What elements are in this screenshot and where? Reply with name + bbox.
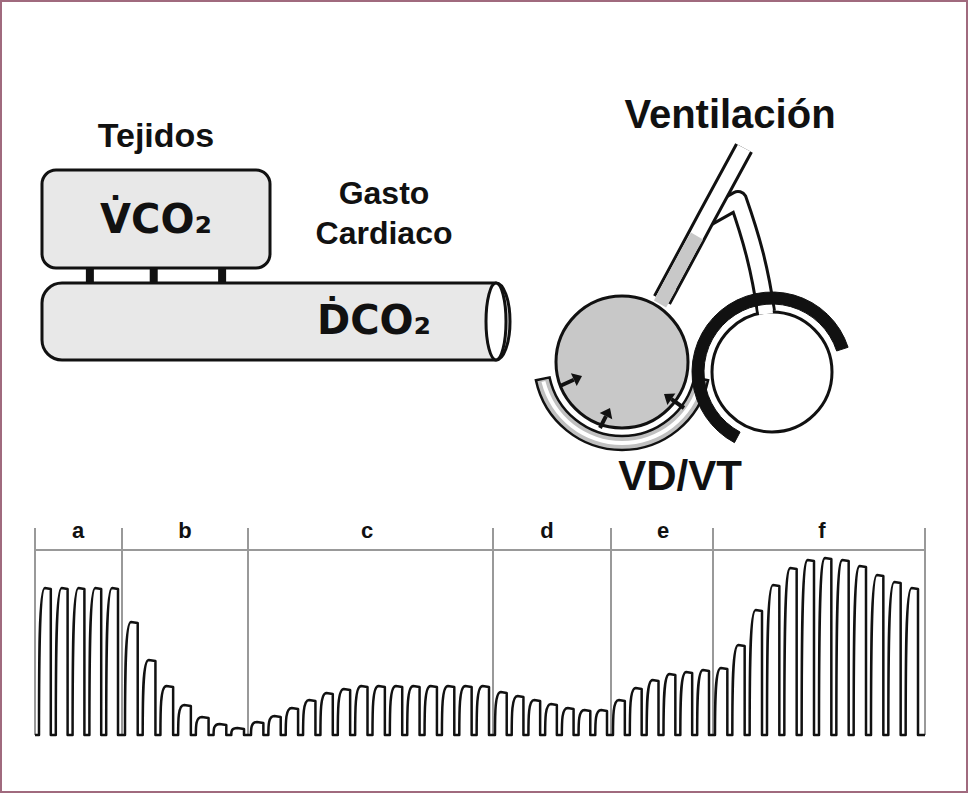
segment-letter: e [654,519,672,543]
tube-outline [39,280,513,363]
segment-letter: c [358,519,376,543]
segment-divider [610,528,612,735]
segment-letter: a [69,519,87,543]
tube-outline [42,283,510,360]
alveolus-perfused [556,296,688,428]
segment-divider [712,528,714,735]
diffusion-arrowhead [571,373,582,386]
lung-illustration [536,148,848,450]
diffusion-arrowhead [664,393,675,404]
blood-vessel: Gasto CardiacoḊCO₂ [42,283,510,360]
diffusion-arrow [600,416,606,428]
tube-end [486,283,506,360]
dead-space-label: VD/VT [618,452,742,500]
segment-divider [492,528,494,735]
capnogram [35,528,925,735]
segment-divider [924,528,926,735]
diffusion-arrowhead [600,408,613,419]
trachea [662,148,744,300]
alveolus-unperfused [712,312,832,432]
ventilation-label: Ventilación [624,92,835,137]
trachea [662,148,744,300]
segment-letter: b [175,519,194,543]
node-symbol: V̇CO₂ [42,170,270,268]
segment-divider [34,528,36,735]
capnogram-trace [35,558,925,735]
segment-bar [35,549,925,551]
capillary [536,377,708,450]
diffusion-arrow [671,399,684,408]
node-heading: Gasto Cardiaco [294,173,474,253]
tissue-box: TejidosV̇CO₂ [42,170,270,268]
airway-co2 [660,286,670,304]
segment-divider [247,528,249,735]
segment-divider [121,528,123,735]
capillary-lumen [541,381,702,445]
segment-letter: f [815,519,828,543]
diffusion-arrow [560,380,574,386]
node-heading: Tejidos [42,116,270,155]
node-symbol: ḊCO₂ [304,297,444,343]
capillary-blocked [692,292,848,443]
box-outline [42,170,270,268]
segment-letter: d [537,519,556,543]
